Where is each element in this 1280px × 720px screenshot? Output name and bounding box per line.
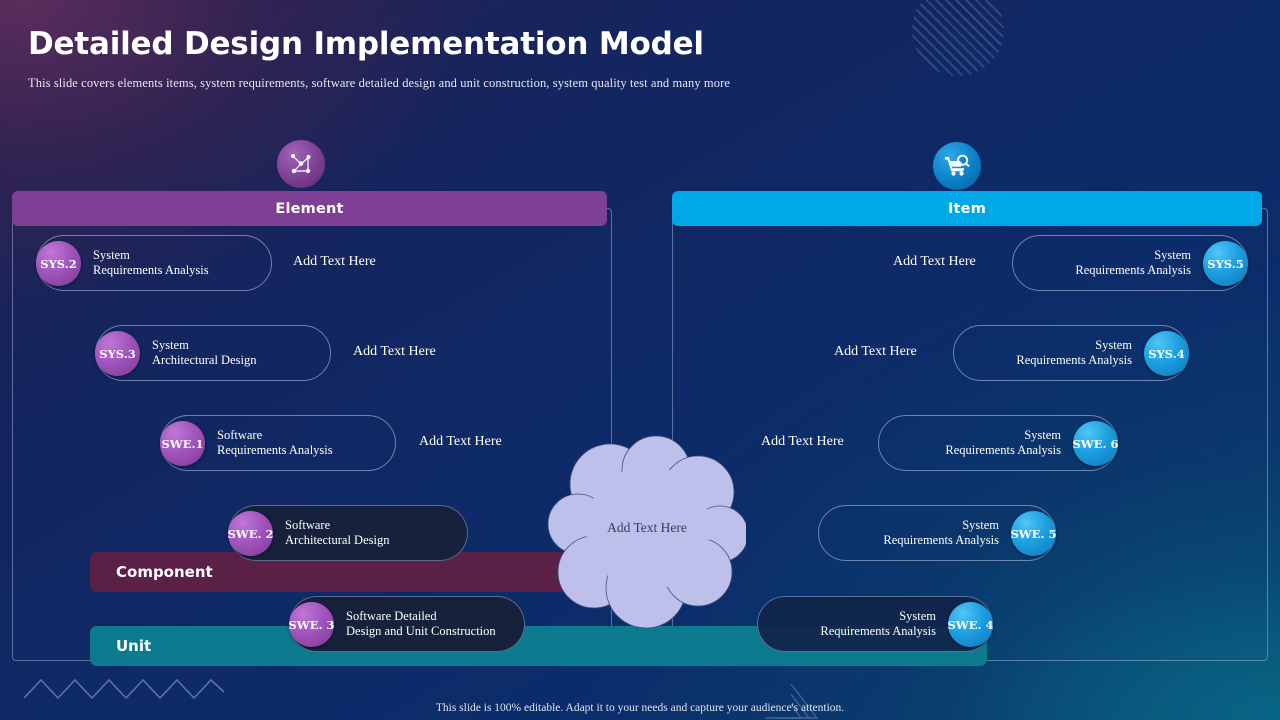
- card-sys5-line2: Requirements Analysis: [1075, 263, 1191, 277]
- card-swe4-text: System Requirements Analysis: [820, 609, 936, 639]
- card-swe2-line2: Architectural Design: [285, 533, 390, 547]
- striped-circle-decoration: [912, 0, 1004, 76]
- element-header-label: Element: [275, 200, 344, 217]
- card-swe4-line1: System: [899, 609, 936, 623]
- card-sys4-line2: Requirements Analysis: [1016, 353, 1132, 367]
- cloud-label: Add Text Here: [607, 520, 687, 535]
- cloud-callout[interactable]: Add Text Here: [547, 432, 749, 630]
- card-swe6[interactable]: System Requirements Analysis SWE. 6: [878, 415, 1119, 471]
- card-sys5-line1: System: [1154, 248, 1191, 262]
- badge-sys3: SYS.3: [95, 331, 140, 376]
- card-swe4[interactable]: System Requirements Analysis SWE. 4: [757, 596, 994, 652]
- triangle-lines-decoration: [765, 683, 819, 719]
- card-swe6-line2: Requirements Analysis: [945, 443, 1061, 457]
- card-swe3-line2: Design and Unit Construction: [346, 624, 496, 638]
- card-swe5-line2: Requirements Analysis: [883, 533, 999, 547]
- card-swe2[interactable]: SWE. 2 Software Architectural Design: [228, 505, 468, 561]
- card-swe4-line2: Requirements Analysis: [820, 624, 936, 638]
- card-swe3-line1: Software Detailed: [346, 609, 437, 623]
- card-sys4-text: System Requirements Analysis: [1016, 338, 1132, 368]
- add-text-left-2[interactable]: Add Text Here: [353, 344, 436, 359]
- card-sys3-line1: System: [152, 338, 189, 352]
- badge-swe2: SWE. 2: [228, 511, 274, 556]
- badge-swe4: SWE. 4: [948, 602, 994, 647]
- page-subtitle: This slide covers elements items, system…: [28, 76, 730, 90]
- card-swe2-text: Software Architectural Design: [285, 518, 389, 548]
- item-header-label: Item: [947, 200, 987, 217]
- card-swe2-line1: Software: [285, 518, 331, 532]
- card-swe3-text: Software Detailed Design and Unit Constr…: [346, 609, 496, 639]
- card-sys2-line2: Requirements Analysis: [93, 263, 209, 277]
- badge-sys2: SYS.2: [36, 241, 81, 286]
- card-sys4[interactable]: System Requirements Analysis SYS.4: [953, 325, 1189, 381]
- card-sys3[interactable]: SYS.3 System Architectural Design: [95, 325, 331, 381]
- unit-band-label: Unit: [116, 637, 152, 655]
- badge-sys5: SYS.5: [1203, 241, 1248, 286]
- badge-swe3: SWE. 3: [289, 602, 335, 647]
- card-sys5[interactable]: System Requirements Analysis SYS.5: [1012, 235, 1248, 291]
- component-band-label: Component: [116, 563, 213, 581]
- card-swe5-line1: System: [962, 518, 999, 532]
- card-sys2-text: System Requirements Analysis: [93, 248, 209, 278]
- add-text-right-2[interactable]: Add Text Here: [834, 344, 917, 359]
- add-text-left-1[interactable]: Add Text Here: [293, 254, 376, 269]
- add-text-right-3[interactable]: Add Text Here: [761, 434, 844, 449]
- card-swe1-text: Software Requirements Analysis: [217, 428, 333, 458]
- tab-item[interactable]: Item: [672, 191, 1262, 226]
- card-sys2[interactable]: SYS.2 System Requirements Analysis: [36, 235, 272, 291]
- badge-sys4: SYS.4: [1144, 331, 1189, 376]
- card-swe5-text: System Requirements Analysis: [883, 518, 999, 548]
- page-title: Detailed Design Implementation Model: [28, 26, 704, 62]
- card-swe1-line2: Requirements Analysis: [217, 443, 333, 457]
- card-swe6-text: System Requirements Analysis: [945, 428, 1061, 458]
- card-swe3[interactable]: SWE. 3 Software Detailed Design and Unit…: [289, 596, 525, 652]
- card-swe1-line1: Software: [217, 428, 263, 442]
- card-sys2-line1: System: [93, 248, 130, 262]
- card-sys5-text: System Requirements Analysis: [1075, 248, 1191, 278]
- badge-swe1: SWE.1: [160, 421, 205, 466]
- add-text-right-1[interactable]: Add Text Here: [893, 254, 976, 269]
- network-nodes-icon: [277, 140, 325, 188]
- bottom-right-glow-decoration: [950, 570, 1280, 720]
- add-text-left-3[interactable]: Add Text Here: [419, 434, 502, 449]
- card-sys3-line2: Architectural Design: [152, 353, 257, 367]
- card-swe5[interactable]: System Requirements Analysis SWE. 5: [818, 505, 1057, 561]
- tab-element[interactable]: Element: [12, 191, 607, 226]
- slide-footer-note: This slide is 100% editable. Adapt it to…: [435, 702, 845, 714]
- card-sys3-text: System Architectural Design: [152, 338, 256, 368]
- badge-swe5: SWE. 5: [1011, 511, 1057, 556]
- zigzag-decoration: [24, 678, 224, 700]
- card-sys4-line1: System: [1095, 338, 1132, 352]
- badge-swe6: SWE. 6: [1073, 421, 1119, 466]
- card-swe1[interactable]: SWE.1 Software Requirements Analysis: [160, 415, 396, 471]
- cart-search-icon: [933, 142, 981, 190]
- card-swe6-line1: System: [1024, 428, 1061, 442]
